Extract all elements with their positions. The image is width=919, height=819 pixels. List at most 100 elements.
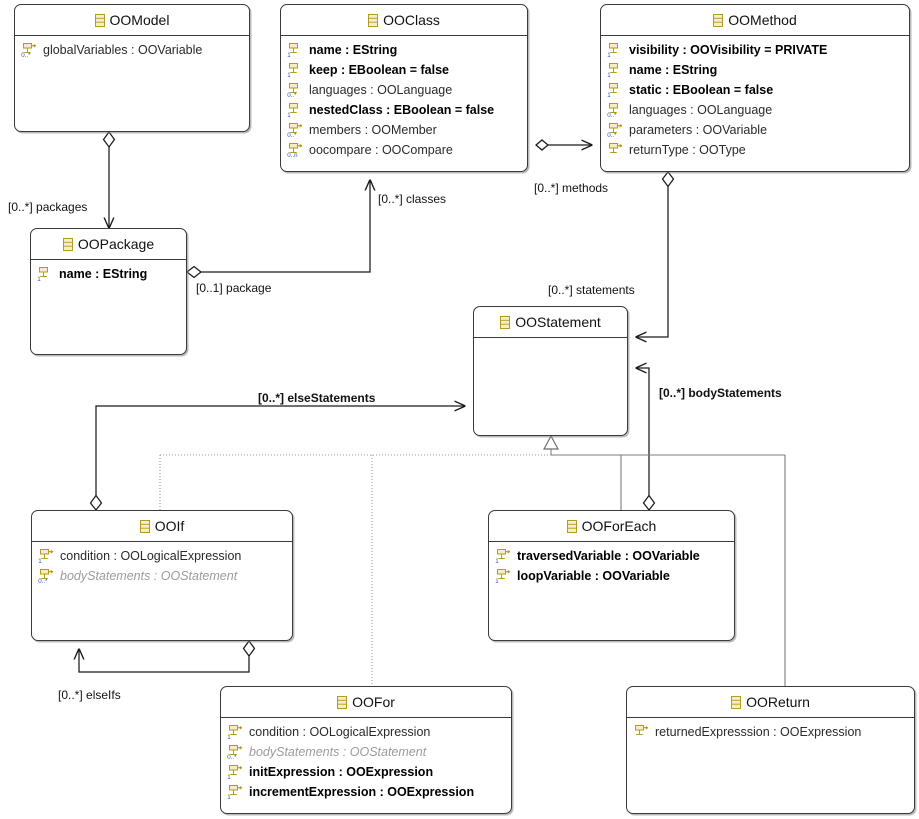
attribute-label: bodyStatements : OOStatement [249,745,427,759]
class-box-ooif[interactable]: OOIf 1 condition : OOLogicalExpression 0..*… [31,510,293,641]
class-box-oomodel[interactable]: OOModel 0..* globalVariables : OOVariable [14,4,250,132]
attribute-row[interactable]: 0..* globalVariables : OOVariable [15,40,249,60]
attribute-label: keep : EBoolean = false [309,63,449,77]
attribute-row[interactable]: 0..*members : OOMember [281,120,527,140]
attribute-icon: 0..* [287,82,304,99]
class-name: OOIf [154,518,185,534]
svg-text:1: 1 [607,52,611,58]
svg-text:0..*: 0..* [227,754,237,760]
attribute-row[interactable]: 0..*bodyStatements : OOStatement [32,566,292,586]
class-attributes-ooreturn: returnedExpresssion : OOExpression [627,718,914,742]
svg-text:1: 1 [37,276,41,282]
edge-elsestatements [89,406,466,512]
attribute-row[interactable]: returnType : OOType [601,140,909,160]
class-header-oomethod: OOMethod [601,5,909,36]
attribute-row[interactable]: 0..*parameters : OOVariable [601,120,909,140]
attribute-label: parameters : OOVariable [629,123,768,137]
eclass-icon [713,7,724,38]
attribute-row[interactable]: 0..* languages : OOLanguage [281,80,527,100]
attribute-row[interactable]: returnedExpresssion : OOExpression [627,722,914,742]
class-name: OOFor [352,694,395,710]
class-header-oomodel: OOModel [15,5,249,36]
attribute-row[interactable]: 1 visibility : OOVisibility = PRIVATE [601,40,909,60]
class-attributes-oomodel: 0..* globalVariables : OOVariable [15,36,249,60]
attribute-row[interactable]: 1 incrementExpression : OOExpression [221,782,511,802]
svg-text:0..*: 0..* [38,578,48,584]
class-header-ooif: OOIf [32,511,292,542]
svg-text:1: 1 [227,734,231,740]
reference-icon: 0..* [21,42,38,59]
attribute-label: languages : OOLanguage [629,103,773,117]
attribute-icon: 1 [287,102,304,119]
class-box-oomethod[interactable]: OOMethod 1 visibility : OOVisibility = PRI… [600,4,910,172]
class-header-oopackage: OOPackage [31,229,186,260]
reference-icon: 1 [495,568,512,585]
reference-icon: 1 [227,764,244,781]
attribute-icon: 1 [607,42,624,59]
class-attributes-oostatement [474,338,627,342]
class-header-ooclass: OOClass [281,5,527,36]
class-box-oostatement[interactable]: OOStatement [473,306,628,436]
class-name: OOModel [109,12,170,28]
attribute-row[interactable]: 1 condition : OOLogicalExpression [32,546,292,566]
edge-elseifs [79,639,256,673]
reference-icon: 0..* [227,744,244,761]
class-header-oostatement: OOStatement [474,307,627,338]
class-header-ooforeach: OOForEach [489,511,734,542]
attribute-label: returnedExpresssion : OOExpression [655,725,862,739]
attribute-label: incrementExpression : OOExpression [249,785,475,799]
reference-icon: 0..n [287,142,304,159]
lbl-package: [0..1] package [196,281,272,295]
reference-icon: 1 [38,548,55,565]
attribute-icon: 1 [37,266,54,283]
class-name: OOStatement [515,314,601,330]
svg-text:1: 1 [287,112,291,118]
class-name: OOPackage [77,236,155,252]
attribute-label: returnType : OOType [629,143,746,157]
attribute-label: visibility : OOVisibility = PRIVATE [629,43,828,57]
eclass-icon [368,7,379,38]
eclass-icon [94,7,105,38]
reference-icon: 0..* [38,568,55,585]
svg-text:1: 1 [287,72,291,78]
eclass-icon [566,513,577,544]
attribute-label: traversedVariable : OOVariable [517,549,700,563]
attribute-label: globalVariables : OOVariable [43,43,203,57]
attribute-row[interactable]: 0..* languages : OOLanguage [601,100,909,120]
svg-text:1: 1 [227,794,231,800]
reference-icon: 1 [227,724,244,741]
attribute-row[interactable]: 0..* bodyStatements : OOStatement [221,742,511,762]
attribute-icon: 1 [607,82,624,99]
attribute-label: condition : OOLogicalExpression [60,549,242,563]
class-name: OOClass [383,12,440,28]
attribute-row[interactable]: 1 keep : EBoolean = false [281,60,527,80]
edge-classes [185,180,370,279]
svg-text:0..*: 0..* [287,92,297,98]
eclass-icon [139,513,150,544]
svg-text:1: 1 [607,72,611,78]
attribute-row[interactable]: 1 loopVariable : OOVariable [489,566,734,586]
svg-text:0..*: 0..* [21,52,31,58]
attribute-label: languages : OOLanguage [309,83,453,97]
attribute-label: loopVariable : OOVariable [517,569,670,583]
class-header-oofor: OOFor [221,687,511,718]
attribute-label: members : OOMember [309,123,437,137]
attribute-icon: 0..* [607,102,624,119]
